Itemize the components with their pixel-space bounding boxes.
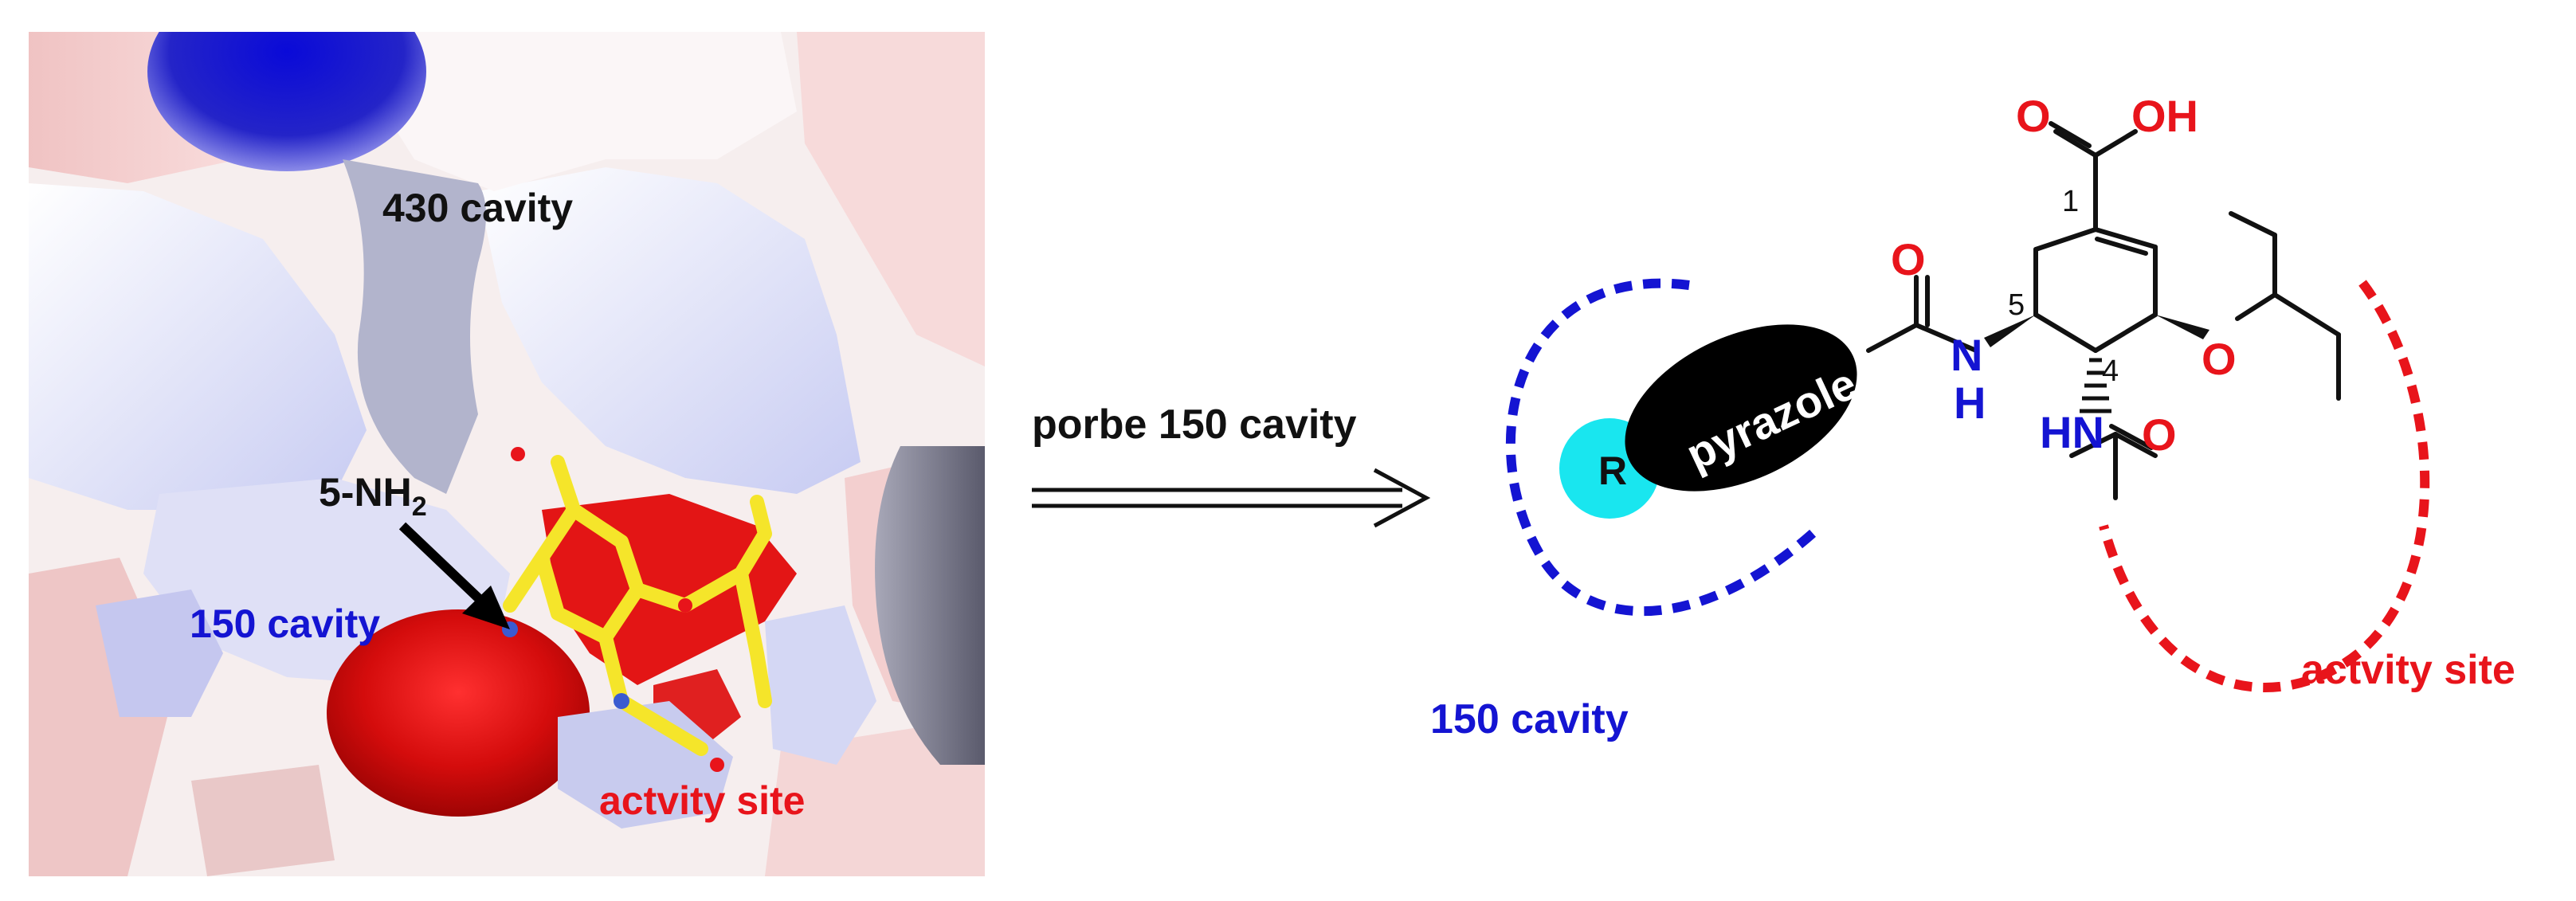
negative-patch-sphere	[327, 609, 590, 817]
dashed-arc-active	[2099, 280, 2430, 692]
position-1: 1	[2062, 185, 2079, 218]
nh2-pointer-arrow	[398, 522, 490, 609]
bond-lines	[1866, 121, 2341, 500]
double-arrow-icon	[1032, 468, 1431, 528]
acetyl-hn-label: HN	[2040, 407, 2104, 457]
position-4: 4	[2102, 355, 2119, 388]
chemical-structure: R pyrazole O OH O N H O HN O 1 5 4 150 c…	[1430, 91, 2515, 742]
label-150-cavity-right: 150 cavity	[1430, 696, 1629, 742]
r-group-label: R	[1598, 449, 1627, 493]
nh-n-label: N	[1951, 330, 1982, 380]
transformation-arrow: porbe 150 cavity	[1032, 402, 1431, 528]
position-5: 5	[2008, 288, 2025, 322]
cooh-o-label: O	[2016, 91, 2051, 141]
protein-surface-panel: 430 cavity 5-NH2 150 cavity actvity site	[29, 32, 985, 876]
wedge-nh	[1984, 315, 2036, 347]
cooh-oh-label: OH	[2131, 91, 2198, 141]
nh2-pointer-arrowhead	[462, 586, 510, 629]
positive-patch-top	[147, 32, 426, 171]
label-150-cavity-left: 150 cavity	[190, 601, 380, 646]
pyrazole-ellipse	[1625, 324, 1857, 492]
dashed-arc-icon	[1506, 278, 1821, 617]
amide-o-label: O	[1891, 234, 1926, 284]
wedge-o	[2155, 315, 2209, 339]
hashed-bond	[2080, 358, 2111, 413]
label-active-site-right: actvity site	[2301, 647, 2515, 693]
nh-h-label: H	[1954, 378, 1986, 428]
ligand-stick-model	[503, 455, 772, 756]
label-5-nh2-main: 5-NH	[319, 470, 412, 515]
label-430-cavity: 430 cavity	[382, 186, 573, 230]
ether-o-label: O	[2202, 334, 2237, 384]
arrow-label: porbe 150 cavity	[1032, 402, 1357, 448]
acetyl-o-label: O	[2142, 409, 2177, 460]
label-active-site-left: actvity site	[599, 778, 805, 823]
label-5-nh2-sub: 2	[412, 492, 427, 522]
label-5-nh2: 5-NH2	[319, 470, 427, 522]
